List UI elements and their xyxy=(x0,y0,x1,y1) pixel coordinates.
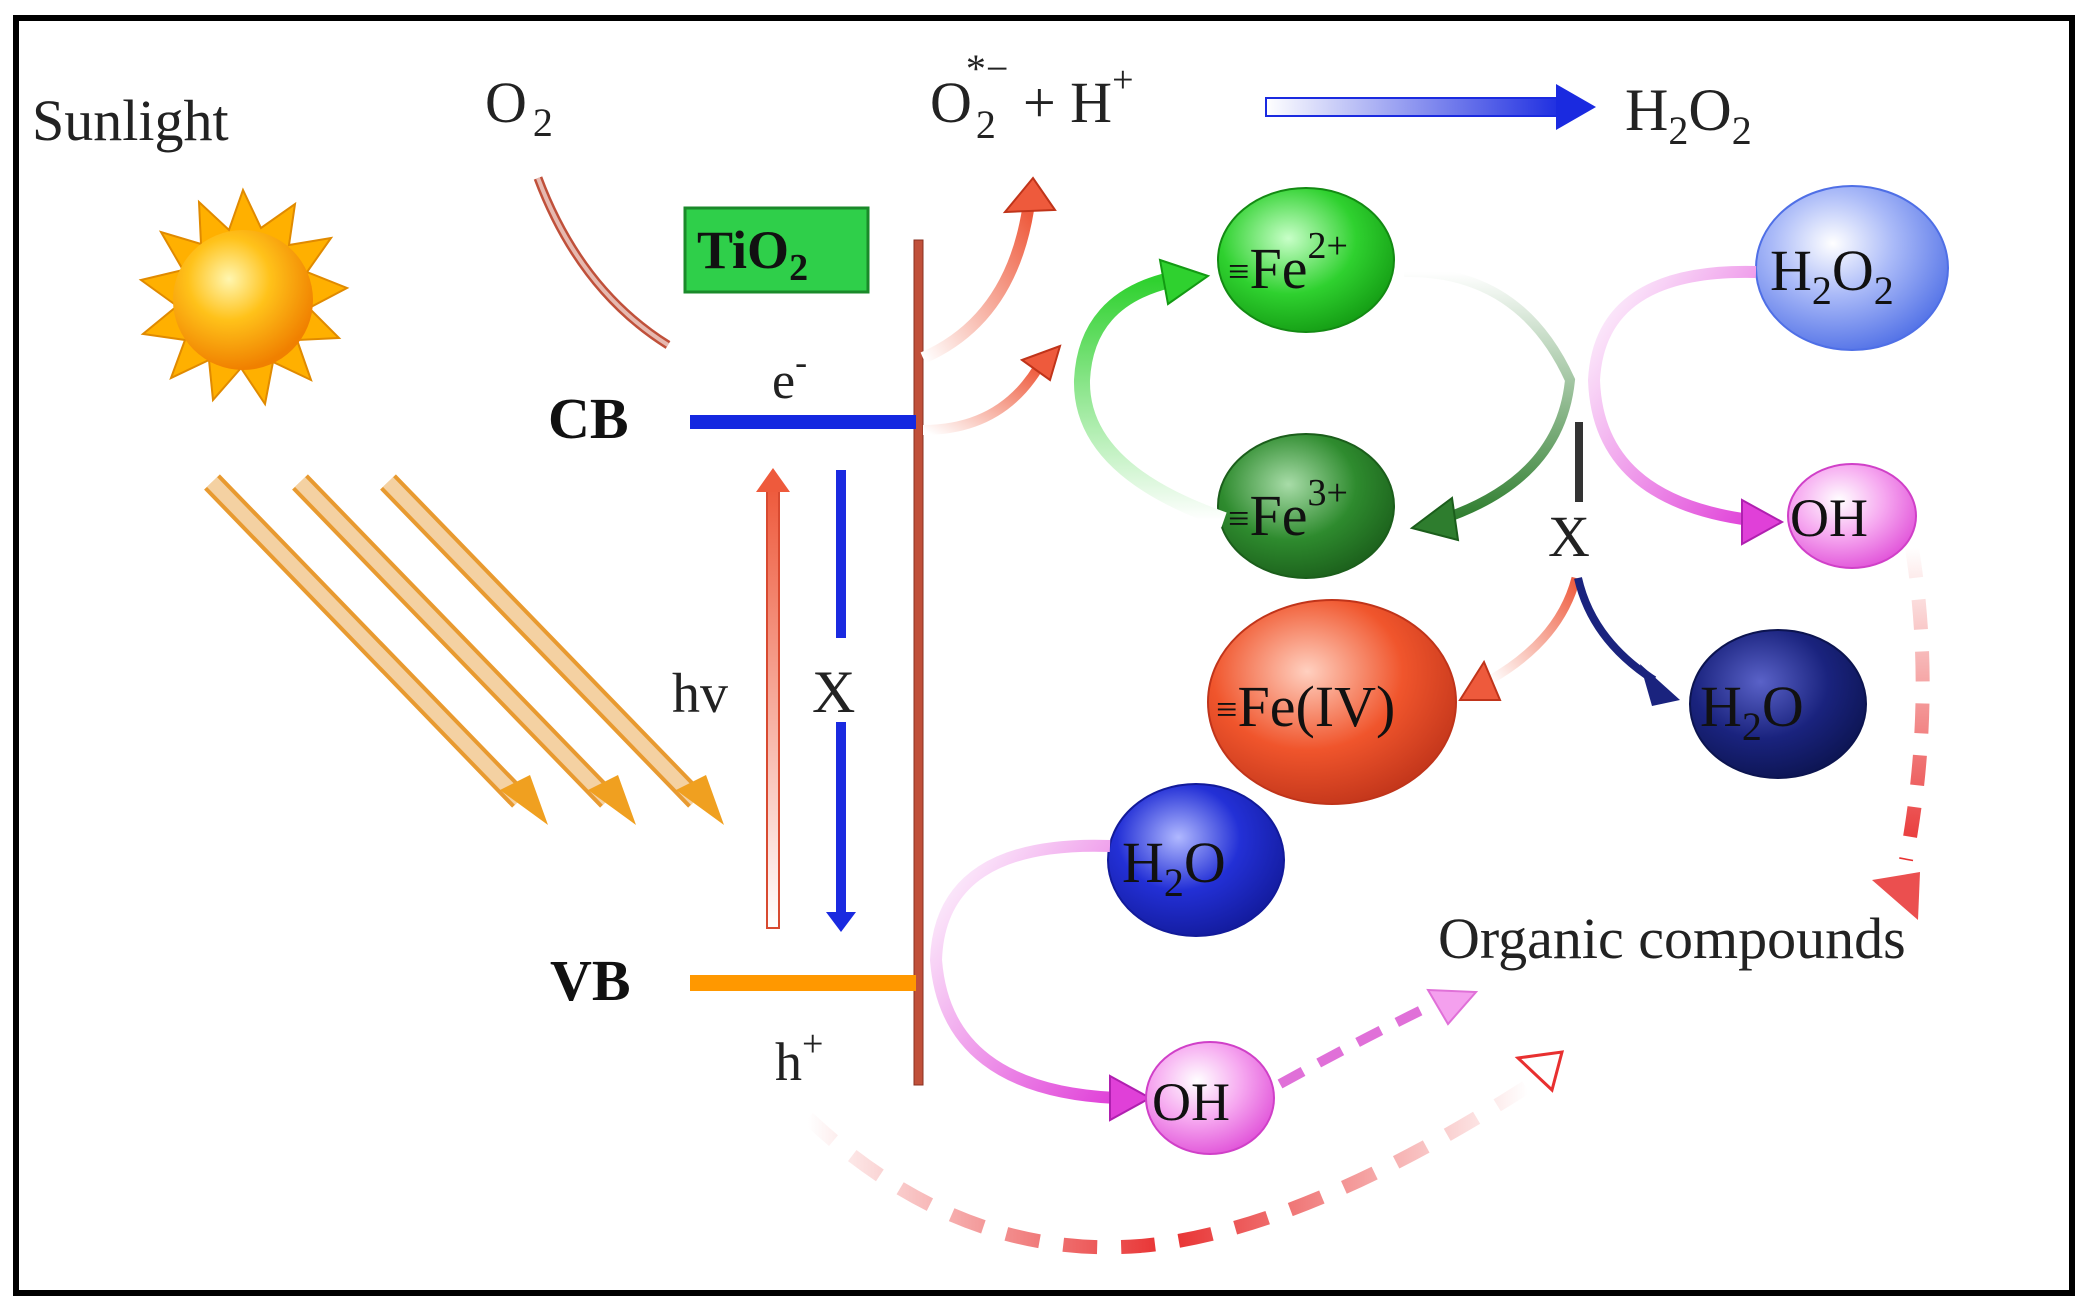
fe3-to-fe2-arrow xyxy=(1073,258,1227,528)
sunlight-arrows xyxy=(204,474,724,825)
svg-text:≡Fe(IV): ≡Fe(IV) xyxy=(1216,674,1395,739)
svg-text:≡Fe2+: ≡Fe2+ xyxy=(1228,225,1348,301)
svg-text:H2O2: H2O2 xyxy=(1770,238,1894,313)
superoxide-to-h2o2-arrow xyxy=(1265,84,1596,130)
fe3-node: ≡Fe3+ xyxy=(1217,433,1395,579)
hole-to-organic-arrow xyxy=(803,1050,1565,1255)
electron-to-superoxide-arrow xyxy=(920,176,1057,364)
tio2-label-box: TiO2 xyxy=(683,206,870,294)
o2-to-cb-curve xyxy=(533,176,671,349)
x-to-h2o-arrow xyxy=(1574,577,1680,706)
tio2-interface-line xyxy=(913,239,924,1086)
svg-text:OH: OH xyxy=(1152,1072,1230,1132)
svg-text:H2O: H2O xyxy=(1700,674,1804,749)
organic-compounds-label: Organic compounds xyxy=(1438,906,1906,971)
recombination-arrow xyxy=(826,470,856,932)
sun-icon xyxy=(138,187,350,407)
svg-text:H2O: H2O xyxy=(1122,830,1226,905)
h2o2-node: H2O2 xyxy=(1755,185,1949,351)
fe-cycle-divider xyxy=(1575,422,1583,502)
h2o-right-node: H2O xyxy=(1689,629,1867,779)
recombination-blocked-x: X xyxy=(812,659,855,725)
frame-border xyxy=(13,15,2075,1296)
oh-right-node: OH xyxy=(1787,463,1917,569)
svg-text:≡Fe3+: ≡Fe3+ xyxy=(1228,472,1348,548)
h2o-bottom-node: H2O xyxy=(1107,783,1285,937)
oh-bottom-to-organic-arrow xyxy=(1277,988,1479,1089)
cb-label: CB xyxy=(548,386,629,451)
hv-label: hv xyxy=(672,663,728,725)
sunlight-arrow xyxy=(292,474,636,825)
svg-text:OH: OH xyxy=(1790,488,1868,548)
sunlight-arrow xyxy=(380,474,724,825)
svg-text:TiO2: TiO2 xyxy=(697,220,808,289)
electron-label: e- xyxy=(772,342,807,410)
h2o-to-oh-arrow xyxy=(929,839,1153,1122)
hole-label: h+ xyxy=(775,1023,823,1092)
x-to-feiv-arrow xyxy=(1458,576,1581,701)
feiv-node: ≡Fe(IV) xyxy=(1207,599,1457,805)
sunlight-label: Sunlight xyxy=(32,88,229,153)
excitation-arrow xyxy=(756,468,790,929)
oh-bottom-node: OH xyxy=(1145,1041,1275,1155)
vb-level-line xyxy=(690,975,916,991)
cb-level-line xyxy=(690,415,916,429)
oh-right-to-organic-arrow xyxy=(1872,546,1930,920)
electron-to-fe3-arrow xyxy=(922,344,1062,435)
h2o2-product-label: H2O2 xyxy=(1625,77,1752,153)
vb-label: VB xyxy=(550,948,631,1013)
fe2-to-fe3-arrow xyxy=(1403,266,1576,542)
sunlight-arrow xyxy=(204,474,548,825)
h2o2-to-oh-arrow xyxy=(1587,265,1785,546)
fe2-node: ≡Fe2+ xyxy=(1217,187,1395,333)
fe-cycle-blocked-x: X xyxy=(1548,504,1590,569)
